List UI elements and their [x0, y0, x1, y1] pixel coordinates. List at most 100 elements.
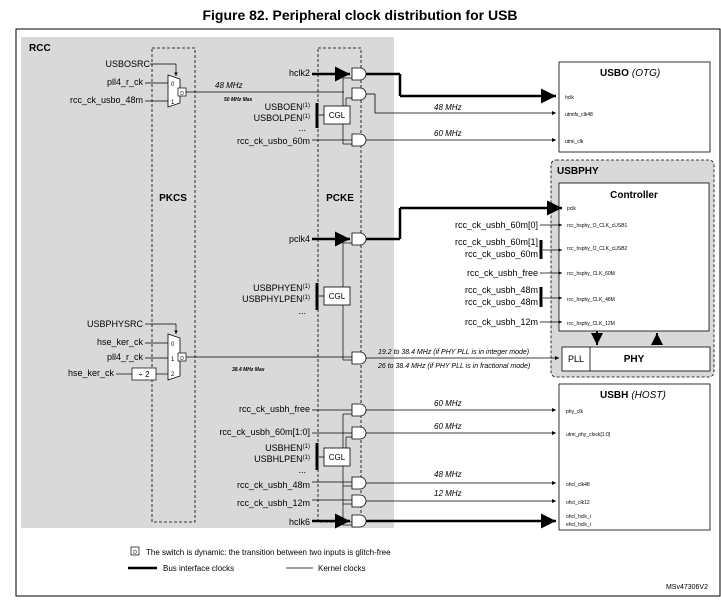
freq-50mhz-max: 50 MHz Max: [224, 97, 253, 103]
usbh-port-utmi-phy-clock: utmi_phy_clock[1:0]: [566, 432, 611, 438]
usbphy-in-usbh-48m: rcc_ck_usbh_48m: [465, 285, 538, 295]
pcke-label: PCKE: [326, 193, 354, 204]
usbphy-mux: [167, 333, 181, 381]
mux1-in1-num: 1: [171, 100, 175, 106]
usbh-port-ohci-clk12: ohci_clk12: [566, 500, 590, 506]
legend-kernel-text: Kernel clocks: [318, 564, 366, 573]
and-gate-hclk2: [351, 67, 367, 81]
usboen-label: USBOEN(1): [265, 102, 310, 112]
usbphy-port-cusb1: rcc_hsphy_O_CLK_cUSB1: [567, 223, 628, 229]
usbo-mux: [167, 74, 181, 108]
legend-switch-icon: [130, 546, 140, 556]
usbosrc-label: USBOSRC: [105, 59, 150, 69]
freq-60mhz-usbh-b: 60 MHz: [434, 422, 462, 431]
rcc-ck-usbh-free-label: rcc_ck_usbh_free: [239, 404, 310, 414]
usbphy-en-more: ...: [298, 306, 306, 316]
and-gate-pclk4: [351, 232, 367, 246]
usbh-port-ohci-clk48: ohci_clk48: [566, 482, 590, 488]
mux2-in1-num: 1: [171, 357, 175, 363]
controller-title: Controller: [610, 190, 658, 201]
usbh-block: [558, 383, 711, 531]
pll4-r-ck-label-2: pll4_r_ck: [107, 352, 144, 362]
rcc-ck-usbh-12m-label: rcc_ck_usbh_12m: [237, 498, 310, 508]
div2-label: ÷ 2: [138, 370, 150, 379]
and-gate-usbo-60: [351, 133, 367, 147]
pkcs-label: PKCS: [159, 193, 187, 204]
rcc-label: RCC: [29, 43, 51, 54]
pkcs-box: [151, 47, 196, 523]
freq-phy-fractional: 26 to 38.4 MHz (if PHY PLL is in fractio…: [377, 363, 530, 370]
freq-384-max: 38.4 MHz Max: [232, 367, 265, 373]
freq-60mhz-usbo: 60 MHz: [434, 129, 462, 138]
usbo-port-utmi-clk: utmi_clk: [565, 139, 584, 145]
usbphy-port-pclk: pclk: [567, 206, 576, 212]
pll-label: PLL: [568, 354, 584, 364]
and-gate-usbh-free: [351, 403, 367, 417]
usbo-en-more: ...: [298, 123, 306, 133]
usbphy-in-usbh-60m0: rcc_ck_usbh_60m[0]: [455, 220, 538, 230]
usbh-port-phy-clk: phy_clk: [566, 409, 583, 415]
usbphy-in-usbo-48m: rcc_ck_usbo_48m: [465, 297, 538, 307]
usbo-port-utmifs-clk48: utmifs_clk48: [565, 112, 593, 118]
usbo-block: [558, 61, 711, 153]
figure-title: Figure 82. Peripheral clock distribution…: [202, 7, 517, 23]
cgl-block-3: [323, 447, 351, 467]
cgl-block-2: [323, 286, 351, 306]
freq-48mhz-out: 48 MHz: [215, 81, 243, 90]
hclk6-label: hclk6: [289, 517, 310, 527]
usbh-title: USBH(HOST): [600, 390, 666, 401]
freq-48mhz-usbh: 48 MHz: [434, 470, 462, 479]
pclk4-label: pclk4: [289, 234, 310, 244]
cgl-label-3: CGL: [329, 453, 346, 462]
usbphy-title: USBPHY: [557, 166, 599, 177]
hse-ker-ck-label-1: hse_ker_ck: [97, 337, 144, 347]
pll4-r-ck-label-1: pll4_r_ck: [107, 77, 144, 87]
rcc-ck-usbo-48m-label: rcc_ck_usbo_48m: [70, 95, 143, 105]
phy-label: PHY: [624, 354, 645, 365]
pcke-box: [317, 47, 362, 523]
and-gate-usbh-60: [351, 426, 367, 440]
cgl-label-2: CGL: [329, 292, 346, 301]
mux2-in2-num: 2: [171, 372, 175, 378]
and-gate-usbh-48: [351, 476, 367, 490]
usbphy-in-usbh-60m1: rcc_ck_usbh_60m[1]: [455, 237, 538, 247]
usbhlpen-label: USBHLPEN(1): [254, 454, 310, 464]
phy-block: [561, 346, 711, 372]
usbhen-label: USBHEN(1): [265, 443, 310, 453]
usbh-port-ohci-hclk: ohci_hclk_i: [566, 514, 591, 520]
cgl-block-1: [323, 105, 351, 125]
figure-frame: [15, 28, 721, 597]
freq-48mhz-usbo: 48 MHz: [434, 103, 462, 112]
usbh-port-ehci-hclk: ehci_hclk_i: [566, 522, 591, 528]
usbo-title: USBO(OTG): [600, 68, 660, 79]
and-gate-hclk6: [351, 514, 367, 528]
legend-dynamic-text: The switch is dynamic: the transition be…: [146, 548, 391, 557]
usbo-port-hclk: hclk: [565, 95, 574, 101]
usbphyen-label: USBPHYEN(1): [253, 283, 310, 293]
cgl-label-1: CGL: [329, 111, 346, 120]
hse-ker-ck-label-2: hse_ker_ck: [68, 368, 115, 378]
usbphy-port-clk60m: rcc_hsphy_CLK_60M: [567, 271, 615, 277]
rcc-ck-usbh-60m-label: rcc_ck_usbh_60m[1:0]: [219, 427, 310, 437]
freq-60mhz-usbh-a: 60 MHz: [434, 399, 462, 408]
usbphy-in-usbh-free: rcc_ck_usbh_free: [467, 268, 538, 278]
mux1-d: D: [180, 91, 184, 97]
usbphysrc-label: USBPHYSRC: [87, 319, 144, 329]
usbphy-in-usbo-60m: rcc_ck_usbo_60m: [465, 249, 538, 259]
usbphy-port-clk48m: rcc_hsphy_CLK_48M: [567, 297, 615, 303]
mux2-in0-num: 0: [171, 342, 175, 348]
usbphy-port-cusb2: rcc_hsphy_O_CLK_cUSB2: [567, 246, 628, 252]
mux2-d: D: [180, 356, 184, 362]
rcc-ck-usbo-60m-label: rcc_ck_usbo_60m: [237, 136, 310, 146]
figure-ref: MSv47306V2: [666, 584, 708, 591]
usbphy-controller-block: [558, 182, 710, 332]
usbphy-in-usbh-12m: rcc_ck_usbh_12m: [465, 317, 538, 327]
and-gate-usbh-12: [351, 494, 367, 508]
freq-12mhz-usbh: 12 MHz: [434, 489, 462, 498]
hclk2-label: hclk2: [289, 68, 310, 78]
rcc-ck-usbh-48m-label: rcc_ck_usbh_48m: [237, 480, 310, 490]
legend-d: D: [133, 550, 137, 556]
usbphy-port-clk12m: rcc_hsphy_CLK_12M: [567, 321, 615, 327]
